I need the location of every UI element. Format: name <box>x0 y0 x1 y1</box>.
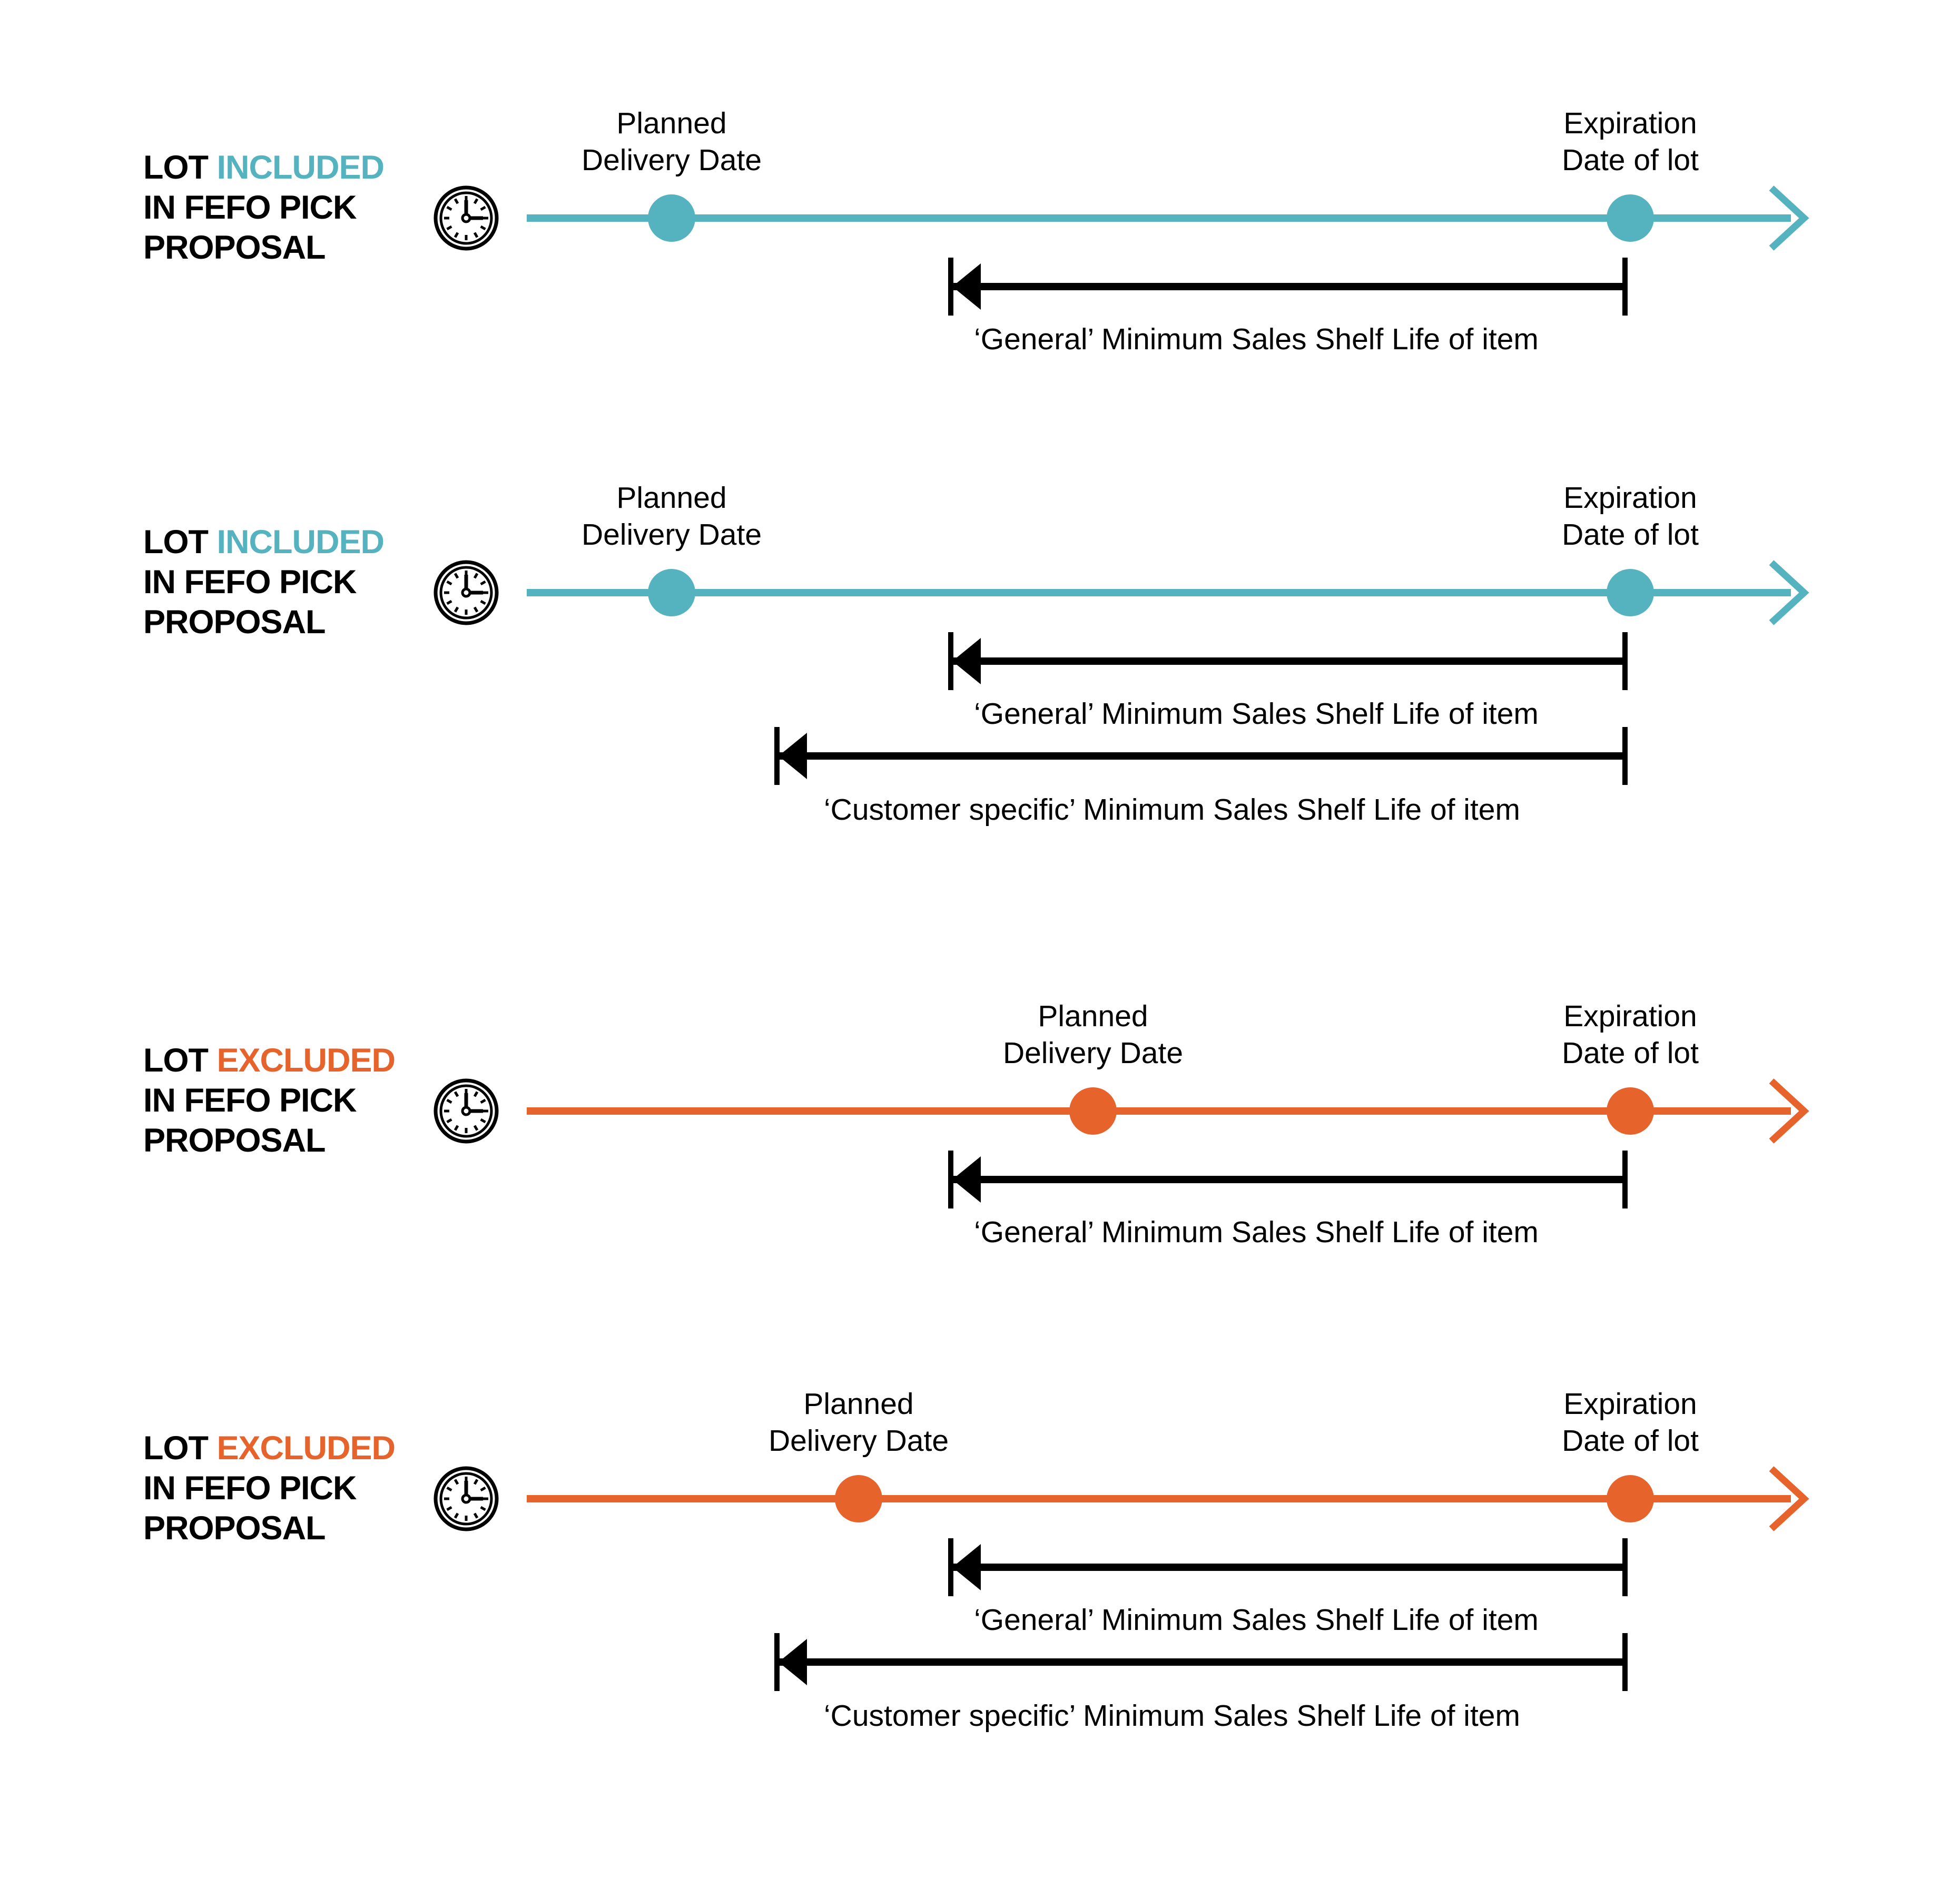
arrow-right-icon <box>1769 560 1809 625</box>
general-shelf-life-arrow <box>948 632 1628 690</box>
general-shelf-life-arrow <box>948 1151 1628 1208</box>
arrow-right-icon <box>1769 1466 1809 1531</box>
planned-label-line1: Planned <box>616 106 727 140</box>
timeline-axis <box>527 1495 1791 1502</box>
expiration-dot <box>1607 569 1654 616</box>
arrow-shaft <box>953 1176 1626 1183</box>
expiration-label-line2: Date of lot <box>1562 518 1699 552</box>
row-title-line2: IN FEFO PICK <box>143 1470 357 1507</box>
general-shelf-life-label: ‘General’ Minimum Sales Shelf Life of it… <box>974 697 1539 731</box>
arrow-end-bar <box>1622 258 1628 316</box>
expiration-dot <box>1607 1475 1654 1522</box>
expiration-label-line1: Expiration <box>1563 999 1697 1033</box>
planned-delivery-label: Planned Delivery Date <box>769 1385 949 1459</box>
timeline-axis <box>527 1107 1791 1115</box>
row-title: LOT EXCLUDED IN FEFO PICK PROPOSAL <box>143 1040 396 1161</box>
timeline-axis <box>527 589 1791 596</box>
arrow-shaft <box>780 752 1626 760</box>
row-title: LOT INCLUDED IN FEFO PICK PROPOSAL <box>143 522 385 642</box>
expiration-label-line2: Date of lot <box>1562 143 1699 177</box>
row-title-status: INCLUDED <box>216 524 385 561</box>
arrow-end-bar <box>1622 1538 1628 1596</box>
planned-label-line1: Planned <box>1038 999 1148 1033</box>
planned-label-line1: Planned <box>616 481 727 515</box>
row-title-lot: LOT <box>143 1042 209 1079</box>
row-title-line2: IN FEFO PICK <box>143 189 357 226</box>
expiration-label: Expiration Date of lot <box>1562 998 1699 1072</box>
planned-delivery-label: Planned Delivery Date <box>1003 998 1183 1072</box>
row-title-line2: IN FEFO PICK <box>143 1082 357 1119</box>
expiration-label-line1: Expiration <box>1563 481 1697 515</box>
planned-delivery-dot <box>648 194 695 242</box>
arrow-shaft <box>953 283 1626 290</box>
expiration-label: Expiration Date of lot <box>1562 479 1699 553</box>
row-title-status: EXCLUDED <box>216 1042 396 1079</box>
arrow-shaft <box>953 1564 1626 1571</box>
planned-label-line2: Delivery Date <box>581 518 762 552</box>
expiration-label-line1: Expiration <box>1563 1387 1697 1421</box>
general-shelf-life-label: ‘General’ Minimum Sales Shelf Life of it… <box>974 1215 1539 1249</box>
expiration-label: Expiration Date of lot <box>1562 1385 1699 1459</box>
customer-shelf-life-label: ‘Customer specific’ Minimum Sales Shelf … <box>824 1699 1520 1733</box>
clock-icon <box>433 1078 499 1144</box>
arrow-right-icon <box>1769 1078 1809 1144</box>
arrow-end-bar <box>1622 632 1628 690</box>
arrow-shaft <box>953 657 1626 665</box>
row-title-status: EXCLUDED <box>216 1430 396 1467</box>
expiration-label-line2: Date of lot <box>1562 1424 1699 1458</box>
expiration-label-line1: Expiration <box>1563 106 1697 140</box>
row-title-lot: LOT <box>143 1430 209 1467</box>
row-title-line3: PROPOSAL <box>143 1122 326 1159</box>
row-title-line3: PROPOSAL <box>143 229 326 266</box>
expiration-dot <box>1607 194 1654 242</box>
row-title-status: INCLUDED <box>216 149 385 186</box>
planned-delivery-dot <box>1069 1087 1117 1135</box>
arrow-start-bar <box>948 1151 953 1208</box>
general-shelf-life-arrow <box>948 1538 1628 1596</box>
row-title-line2: IN FEFO PICK <box>143 564 357 601</box>
arrow-start-bar <box>948 1538 953 1596</box>
planned-delivery-dot <box>648 569 695 616</box>
planned-delivery-label: Planned Delivery Date <box>582 105 762 179</box>
timeline-axis <box>527 214 1791 222</box>
planned-label-line2: Delivery Date <box>1002 1036 1184 1070</box>
arrow-start-bar <box>774 727 780 785</box>
row-title: LOT INCLUDED IN FEFO PICK PROPOSAL <box>143 148 385 268</box>
row-title-line3: PROPOSAL <box>143 1510 326 1547</box>
planned-label-line1: Planned <box>803 1387 914 1421</box>
arrow-start-bar <box>948 632 953 690</box>
row-title: LOT EXCLUDED IN FEFO PICK PROPOSAL <box>143 1428 396 1548</box>
row-title-line3: PROPOSAL <box>143 604 326 641</box>
planned-delivery-label: Planned Delivery Date <box>582 479 762 553</box>
arrow-shaft <box>780 1658 1626 1666</box>
general-shelf-life-arrow <box>948 258 1628 316</box>
arrow-end-bar <box>1622 727 1628 785</box>
arrow-right-icon <box>1769 185 1809 251</box>
clock-icon <box>433 185 499 251</box>
arrow-end-bar <box>1622 1633 1628 1691</box>
customer-shelf-life-arrow <box>774 727 1628 785</box>
arrow-end-bar <box>1622 1151 1628 1208</box>
customer-shelf-life-label: ‘Customer specific’ Minimum Sales Shelf … <box>824 793 1520 827</box>
planned-label-line2: Delivery Date <box>581 143 762 177</box>
expiration-dot <box>1607 1087 1654 1135</box>
customer-shelf-life-arrow <box>774 1633 1628 1691</box>
arrow-start-bar <box>774 1633 780 1691</box>
general-shelf-life-label: ‘General’ Minimum Sales Shelf Life of it… <box>974 1603 1539 1637</box>
general-shelf-life-label: ‘General’ Minimum Sales Shelf Life of it… <box>974 322 1539 356</box>
row-title-lot: LOT <box>143 149 209 186</box>
clock-icon <box>433 1466 499 1532</box>
planned-label-line2: Delivery Date <box>768 1424 949 1458</box>
expiration-label: Expiration Date of lot <box>1562 105 1699 179</box>
arrow-start-bar <box>948 258 953 316</box>
expiration-label-line2: Date of lot <box>1562 1036 1699 1070</box>
row-title-lot: LOT <box>143 524 209 561</box>
clock-icon <box>433 559 499 626</box>
planned-delivery-dot <box>835 1475 882 1522</box>
